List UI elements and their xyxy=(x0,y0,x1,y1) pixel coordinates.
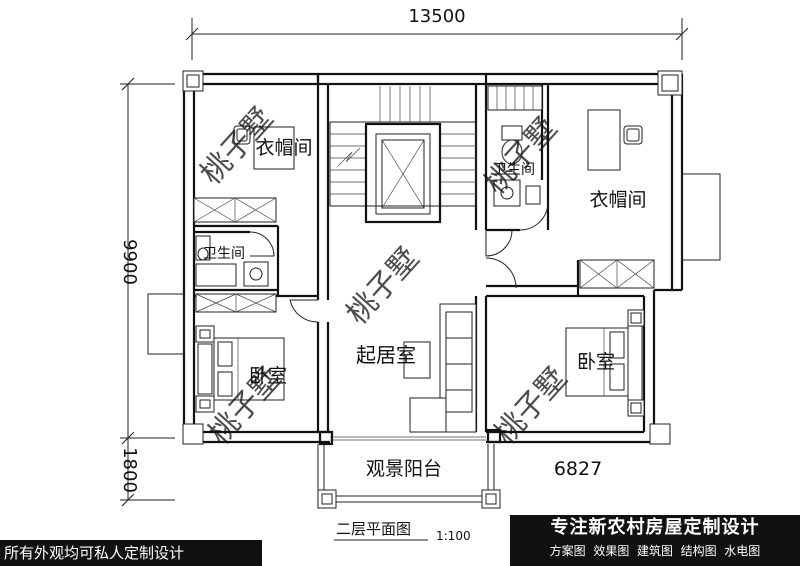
right-bedroom-furniture xyxy=(565,309,645,417)
living-room-furniture xyxy=(403,303,477,433)
plan-title: 二层平面图 xyxy=(336,520,411,538)
dimension-lines xyxy=(120,18,689,507)
watermark: 桃子墅 xyxy=(478,111,564,201)
doors xyxy=(249,201,549,323)
total-width-dimension: 13500 xyxy=(408,6,465,27)
right-bathroom-fixtures xyxy=(487,85,543,207)
plan-number: 6827 xyxy=(554,458,602,480)
service-list: 方案图 效果图 建筑图 结构图 水电图 xyxy=(510,541,800,561)
staircase xyxy=(329,86,477,224)
left-bathroom-label: 卫生间 xyxy=(203,246,245,262)
balcony-depth-dimension: 1800 xyxy=(119,447,140,493)
columns xyxy=(182,70,683,445)
living-room-label: 起居室 xyxy=(356,343,416,367)
service-item: 方案图 xyxy=(549,544,586,558)
left-bedroom-label: 卧室 xyxy=(249,365,287,387)
left-bathroom-fixtures xyxy=(195,235,277,313)
right-bedroom-label: 卧室 xyxy=(577,351,615,373)
left-cloakroom-furniture xyxy=(193,125,295,223)
service-item: 结构图 xyxy=(680,544,717,558)
plan-scale: 1:100 xyxy=(436,529,471,543)
service-banner: 专注新农村房屋定制设计 方案图 效果图 建筑图 结构图 水电图 xyxy=(510,515,800,566)
balcony-label: 观景阳台 xyxy=(366,458,442,480)
right-cloakroom-furniture xyxy=(579,109,655,289)
customization-banner: 所有外观均可私人定制设计 xyxy=(0,540,262,566)
total-depth-dimension: 9900 xyxy=(119,239,140,285)
service-item: 效果图 xyxy=(593,544,630,558)
left-cloakroom-label: 衣帽间 xyxy=(255,137,312,159)
left-bedroom-furniture xyxy=(195,325,285,413)
service-headline: 专注新农村房屋定制设计 xyxy=(550,517,760,538)
windows xyxy=(147,173,721,441)
right-cloakroom-label: 衣帽间 xyxy=(589,189,646,211)
service-item: 水电图 xyxy=(724,544,761,558)
watermark: 桃子墅 xyxy=(488,361,574,451)
service-item: 建筑图 xyxy=(636,544,673,558)
balcony xyxy=(317,444,501,509)
watermark: 桃子墅 xyxy=(340,241,426,331)
right-bathroom-label: 卫生间 xyxy=(493,162,535,178)
